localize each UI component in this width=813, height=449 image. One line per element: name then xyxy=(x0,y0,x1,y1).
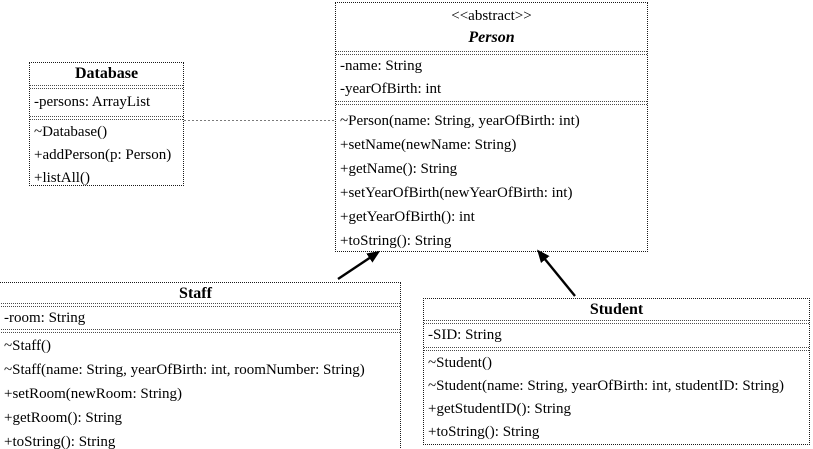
member-row: +addPerson(p: Person) xyxy=(34,147,172,163)
member-row: +toString(): String xyxy=(340,233,452,249)
class-box-person: <<abstract>> Person -name: String -yearOf… xyxy=(335,2,648,252)
section-divider xyxy=(424,320,809,324)
section-divider xyxy=(30,85,183,89)
methods-section: ~Staff() ~Staff(name: String, yearOfBirth… xyxy=(0,333,400,449)
member-row: ~Person(name: String, yearOfBirth: int) xyxy=(340,113,580,129)
member-row: -room: String xyxy=(4,310,86,326)
methods-section: ~Database() +addPerson(p: Person) +listAll… xyxy=(30,120,183,190)
section-divider xyxy=(30,116,183,120)
section-divider xyxy=(336,101,647,105)
staff-person-inheritance-arrow xyxy=(337,250,381,280)
class-box-staff: Staff -room: String ~Staff() ~Staff(name:… xyxy=(0,282,401,449)
member-row: -persons: ArrayList xyxy=(34,94,151,110)
member-row: +setName(newName: String) xyxy=(340,137,517,153)
member-row: -name: String xyxy=(340,58,423,74)
class-name: Person xyxy=(468,29,515,46)
abstract-stereotype: <<abstract>> xyxy=(451,8,532,24)
member-row: ~Staff(name: String, yearOfBirth: int, r… xyxy=(4,362,365,378)
class-name: Staff xyxy=(179,285,212,302)
member-row: ~Staff() xyxy=(4,338,51,354)
section-divider xyxy=(0,329,400,333)
class-name: Database xyxy=(74,65,139,82)
member-row: ~Student() xyxy=(428,355,492,371)
member-row: +getStudentID(): String xyxy=(428,401,572,417)
section-divider xyxy=(0,303,400,307)
class-title-staff: Staff xyxy=(0,283,400,303)
attributes-section: -persons: ArrayList xyxy=(30,89,183,116)
section-divider xyxy=(336,51,647,55)
member-row: +toString(): String xyxy=(4,434,116,449)
class-box-database: Database -persons: ArrayList ~Database()… xyxy=(29,62,184,186)
member-row: -SID: String xyxy=(428,327,502,343)
member-row: +setYearOfBirth(newYearOfBirth: int) xyxy=(340,185,573,201)
member-row: ~Student(name: String, yearOfBirth: int,… xyxy=(428,378,784,394)
attributes-section: -name: String -yearOfBirth: int xyxy=(336,55,647,101)
member-row: +getName(): String xyxy=(340,161,458,177)
attributes-section: -SID: String xyxy=(424,324,809,347)
member-row: +listAll() xyxy=(34,170,90,186)
member-row: +setRoom(newRoom: String) xyxy=(4,386,183,402)
member-row: +toString(): String xyxy=(428,424,540,440)
member-row: ~Database() xyxy=(34,124,108,140)
student-person-inheritance-arrow xyxy=(537,249,576,297)
class-name: Student xyxy=(589,301,644,318)
class-title-database: Database xyxy=(30,63,183,85)
member-row: +getRoom(): String xyxy=(4,410,123,426)
class-title-student: Student xyxy=(424,299,809,320)
class-box-student: Student -SID: String ~Student()~Student(… xyxy=(423,298,810,445)
section-divider xyxy=(424,347,809,351)
attributes-section: -room: String xyxy=(0,307,400,329)
member-row: +getYearOfBirth(): int xyxy=(340,209,475,225)
methods-section: ~Person(name: String, yearOfBirth: int) +… xyxy=(336,105,647,253)
member-row: -yearOfBirth: int xyxy=(340,81,442,97)
methods-section: ~Student() ~Student(name: String, yearOfB… xyxy=(424,351,809,444)
class-title-person: <<abstract>> Person xyxy=(336,3,647,51)
